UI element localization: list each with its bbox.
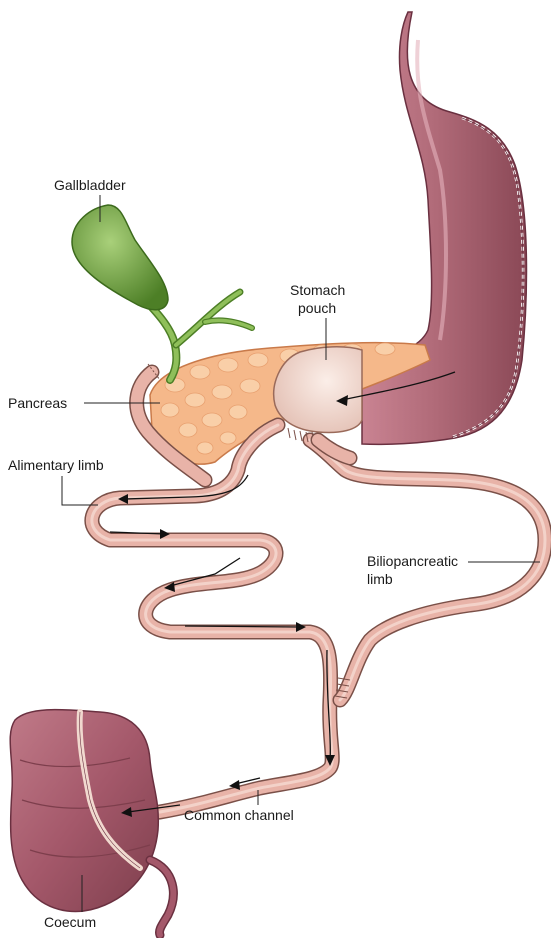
label-biliopancreatic-line1: Biliopancreatic	[367, 553, 458, 569]
coecum	[10, 710, 173, 935]
gallbladder	[72, 205, 168, 310]
leader-alimentary-limb	[62, 476, 98, 505]
label-biliopancreatic-line2: limb	[367, 571, 393, 587]
label-pancreas: Pancreas	[8, 395, 67, 411]
label-stomach-pouch-line2: pouch	[298, 300, 336, 316]
label-coecum: Coecum	[44, 914, 96, 930]
stomach-pouch	[274, 347, 362, 458]
biliopancreatic-limb	[310, 440, 545, 700]
label-stomach-pouch-line1: Stomach	[290, 282, 345, 298]
label-common-channel: Common channel	[184, 807, 294, 823]
label-gallbladder: Gallbladder	[54, 177, 126, 193]
label-alimentary-limb: Alimentary limb	[8, 457, 104, 473]
